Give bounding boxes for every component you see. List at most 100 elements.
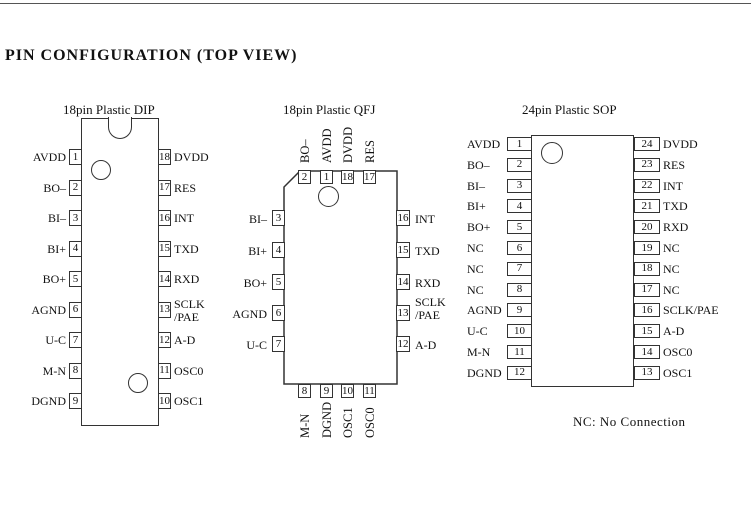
qfj-pin1-dot (318, 186, 339, 207)
sop-pin-label: AGND (467, 303, 502, 318)
qfj-pin-label: SCLK/PAE (415, 295, 446, 322)
sop-pin-number: 10 (507, 324, 532, 339)
dip-pin-label: A-D (174, 333, 196, 347)
dip-pin-number: 3 (69, 210, 82, 226)
dip-pin-label: OSC1 (174, 394, 204, 408)
dip-pin10-dot (128, 373, 148, 393)
qfj-pin-label: AGND (232, 307, 267, 321)
qfj-pin-label: DGND (320, 401, 334, 438)
sop-pin-number: 1 (507, 137, 532, 151)
sop-pin-number: 22 (634, 178, 660, 193)
dip-pin-number: 14 (158, 271, 171, 287)
dip-pin-number: 13 (158, 301, 171, 318)
sop-pin-label: BI+ (467, 199, 486, 214)
qfj-pin-label: RXD (415, 276, 441, 290)
sop-pin-label: A-D (663, 324, 685, 339)
sop-pin-label: NC (663, 241, 680, 255)
sop-pin-number: 3 (507, 178, 532, 193)
qfj-pin-label: U-C (246, 338, 267, 352)
sop-title: 24pin Plastic SOP (522, 102, 617, 117)
qfj-pin-label: A-D (415, 338, 437, 352)
sop-pin-number: 2 (507, 157, 532, 172)
dip-pin-number: 4 (69, 240, 82, 257)
sop-pin-number: 5 (507, 220, 532, 235)
qfj-pin-number: 12 (396, 336, 410, 352)
qfj-pin-label: BI+ (248, 244, 267, 258)
top-rule (0, 3, 751, 4)
sop-pin-label: BI– (467, 178, 485, 193)
sop-pin-label: OSC1 (663, 365, 693, 380)
dip-pin-number: 18 (158, 149, 171, 165)
sop-pin-number: 8 (507, 282, 532, 297)
dip-pin-number: 1 (69, 149, 82, 165)
sop-pin-label: AVDD (467, 137, 501, 151)
dip-pin-label: SCLK/PAE (174, 296, 205, 324)
page-heading: PIN CONFIGURATION (TOP VIEW) (5, 47, 298, 64)
qfj-pin-number: 16 (396, 210, 410, 226)
dip-pin-label: RES (174, 180, 197, 195)
sop-pin-number: 7 (507, 261, 532, 276)
sop-pin-number: 17 (634, 282, 660, 297)
sop-pin-label: DGND (467, 365, 502, 380)
qfj-pin-number: 2 (298, 170, 311, 184)
dip-pin-label: BI– (48, 211, 66, 225)
sop-pin-label: OSC0 (663, 345, 693, 359)
qfj-pin-number: 10 (341, 384, 354, 398)
qfj-pin-number: 8 (298, 384, 311, 398)
qfj-pin-label: M-N (298, 413, 312, 438)
sop-pin-number: 14 (634, 345, 660, 359)
dip-pin-label: BO– (43, 180, 66, 195)
qfj-pin-number: 5 (272, 274, 285, 290)
qfj-body-outline (283, 170, 398, 385)
qfj-pin-label: OSC1 (341, 407, 355, 438)
sop-pin-number: 24 (634, 137, 660, 151)
sop-pin-label: DVDD (663, 137, 698, 151)
dip-pin-number: 9 (69, 393, 82, 409)
qfj-pin-label: AVDD (320, 128, 334, 164)
sop-pin1-dot (541, 142, 563, 164)
dip-pin-label: M-N (42, 363, 66, 378)
sop-pin-number: 19 (634, 241, 660, 255)
dip-pin-label: BI+ (47, 241, 66, 256)
sop-pin-label: BO– (467, 157, 490, 172)
qfj-pin-number: 15 (396, 242, 410, 258)
dip-pin-number: 11 (158, 362, 171, 379)
dip-pin-label: AGND (31, 302, 66, 317)
qfj-pin-number: 4 (272, 242, 285, 258)
qfj-pin-label: BI– (249, 212, 267, 226)
sop-pin-number: 18 (634, 261, 660, 276)
qfj-pin-label: DVDD (341, 126, 355, 163)
dip-title: 18pin Plastic DIP (63, 102, 155, 117)
dip-pin-number: 5 (69, 271, 82, 287)
dip-pin-label: INT (174, 211, 194, 225)
sop-pin-label: NC (467, 282, 484, 297)
qfj-pin-number: 18 (341, 170, 354, 184)
dip-pin-number: 12 (158, 332, 171, 348)
dip-pin-number: 6 (69, 301, 82, 318)
qfj-pin-label: OSC0 (363, 407, 377, 438)
sop-pin-number: 11 (507, 345, 532, 359)
sop-pin-number: 9 (507, 303, 532, 318)
sop-body (531, 135, 634, 387)
dip-pin-label: U-C (45, 333, 66, 347)
dip-pin1-dot (91, 160, 111, 180)
dip-pin-label: AVDD (32, 150, 66, 164)
sop-pin-label: NC (663, 282, 680, 297)
qfj-pin-number: 14 (396, 274, 410, 290)
sop-pin-label: NC (663, 261, 680, 276)
dip-pin-number: 7 (69, 332, 82, 348)
sop-pin-number: 6 (507, 241, 532, 255)
dip-pin-label: DVDD (174, 150, 209, 164)
dip-pin-label: BO+ (42, 272, 66, 286)
sop-pin-number: 20 (634, 220, 660, 235)
sop-pin-label: U-C (467, 324, 488, 339)
qfj-pin-number: 11 (363, 384, 376, 398)
sop-pin-label: TXD (663, 199, 688, 214)
qfj-pin-number: 7 (272, 336, 285, 352)
qfj-title: 18pin Plastic QFJ (283, 102, 376, 117)
sop-pin-label: RES (663, 157, 686, 172)
dip-pin-number: 16 (158, 210, 171, 226)
qfj-pin-label: BO– (298, 139, 312, 163)
nc-note: NC: No Connection (573, 414, 686, 429)
